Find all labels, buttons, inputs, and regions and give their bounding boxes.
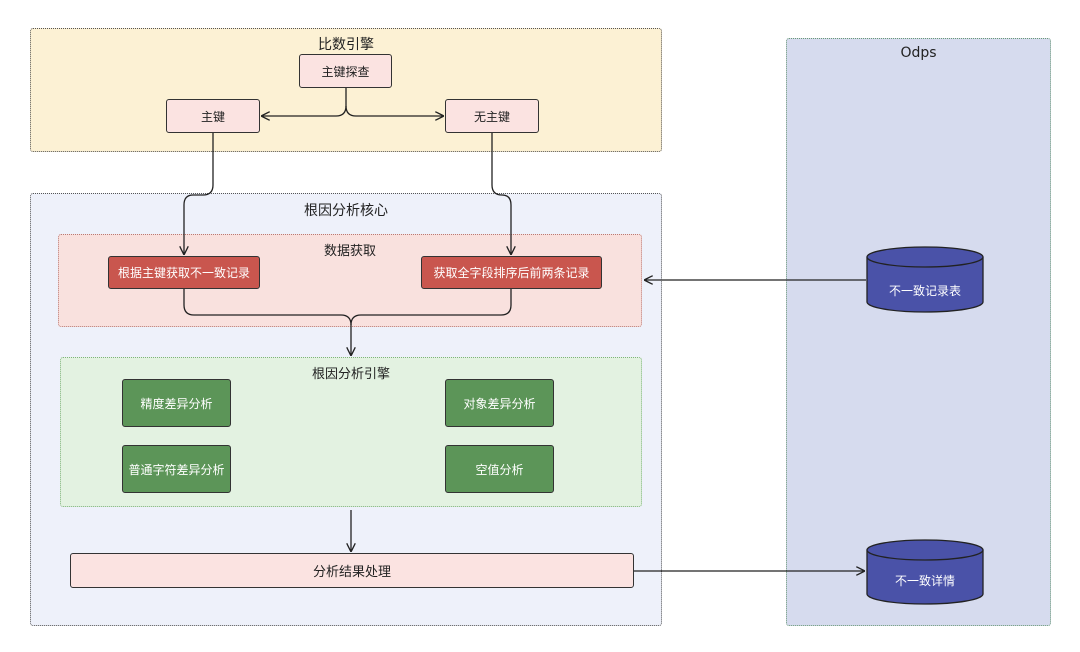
fetch-by-sort-node: 获取全字段排序后前两条记录 bbox=[421, 256, 602, 289]
pk-probe-node: 主键探查 bbox=[299, 54, 392, 88]
engine-group: 比数引擎 bbox=[30, 28, 662, 152]
engine-title: 比数引擎 bbox=[318, 37, 374, 53]
inconsistent-table-label: 不一致记录表 bbox=[888, 284, 961, 298]
fetch-by-pk-node: 根据主键获取不一致记录 bbox=[108, 256, 260, 289]
details-db: 不一致详情 bbox=[867, 540, 983, 604]
result-processing-node: 分析结果处理 bbox=[70, 553, 634, 588]
no-pk-node: 无主键 bbox=[445, 99, 539, 133]
odps-title: Odps bbox=[900, 45, 937, 61]
inconsistent-table-db: 不一致记录表 bbox=[867, 247, 983, 312]
analysis-title: 根因分析引擎 bbox=[311, 367, 390, 382]
string-diff-node: 普通字符差异分析 bbox=[122, 445, 231, 493]
null-analysis-node: 空值分析 bbox=[445, 445, 554, 493]
fetch-title: 数据获取 bbox=[323, 244, 376, 259]
precision-diff-node: 精度差异分析 bbox=[122, 379, 231, 427]
core-title: 根因分析核心 bbox=[304, 203, 388, 219]
odps-group: Odps bbox=[786, 38, 1051, 626]
object-diff-node: 对象差异分析 bbox=[445, 379, 554, 427]
pk-node: 主键 bbox=[166, 99, 260, 133]
details-db-label: 不一致详情 bbox=[894, 574, 955, 588]
